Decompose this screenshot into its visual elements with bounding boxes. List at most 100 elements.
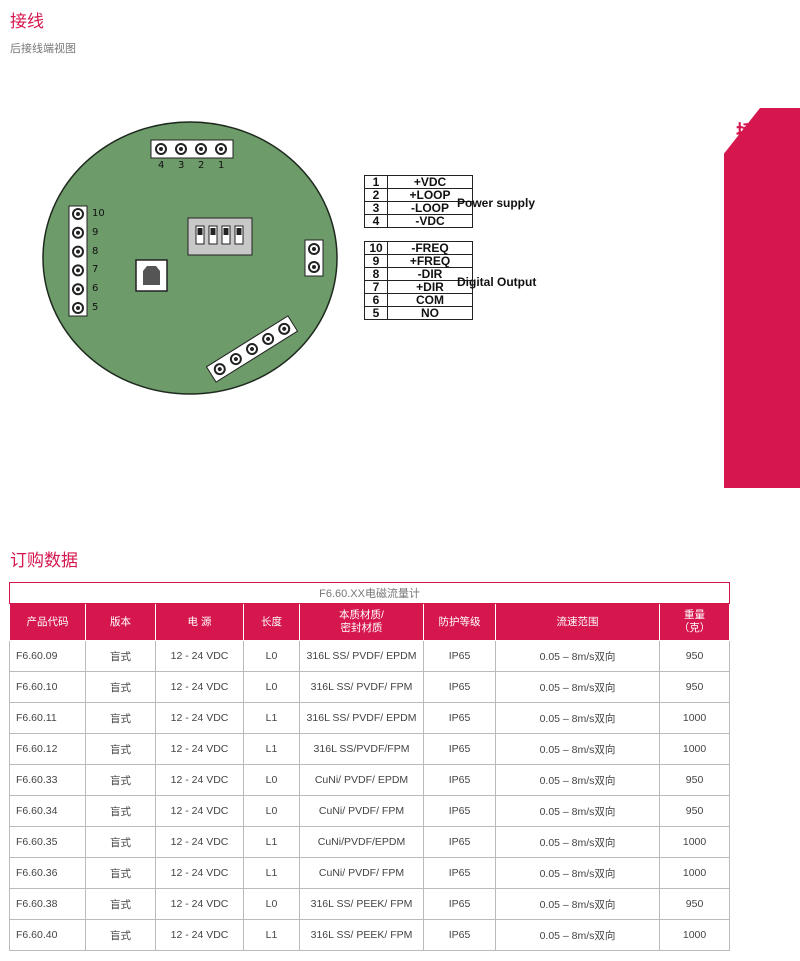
table-cell: 316L SS/PVDF/FPM [299, 733, 424, 765]
wiring-subtitle: 后接线端视图 [10, 42, 76, 55]
table-cell: F6.60.11 [9, 702, 86, 734]
pin-signal: -FREQ [387, 241, 473, 255]
table-cell: L1 [243, 919, 300, 951]
table-cell: 1000 [658, 826, 731, 858]
table-cell: F6.60.36 [9, 857, 86, 889]
column-header: 流速范围 [495, 603, 660, 641]
column-header: 防护等级 [423, 603, 496, 641]
table-cell: 1000 [658, 702, 731, 734]
table-cell: 316L SS/ PVDF/ EPDM [299, 640, 424, 672]
table-cell: 盲式 [85, 795, 156, 827]
dip-toggle-knob [223, 228, 229, 235]
table-cell: 盲式 [85, 764, 156, 796]
table-cell: 盲式 [85, 671, 156, 703]
left-pin-label: 6 [92, 283, 99, 295]
top-pin-label: 3 [178, 160, 185, 171]
table-cell: CuNi/ PVDF/ FPM [299, 795, 424, 827]
dip-switch [187, 217, 253, 256]
left-pin [72, 302, 84, 314]
table-cell: F6.60.38 [9, 888, 86, 920]
table-cell: 950 [658, 671, 731, 703]
left-pin [72, 226, 84, 239]
table-cell: IP65 [423, 733, 496, 765]
dip-toggle-knob [197, 228, 203, 235]
diagonal-pin [278, 322, 291, 335]
table-cell: F6.60.12 [9, 733, 86, 765]
table-cell: 1000 [658, 919, 731, 951]
table-cell: IP65 [423, 764, 496, 796]
table-cell: 盲式 [85, 702, 156, 734]
left-pin-label: 7 [92, 264, 99, 276]
table-cell: 12 - 24 VDC [155, 795, 244, 827]
pin-number: 3 [364, 201, 388, 215]
pin-number: 6 [364, 293, 388, 307]
table-cell: 1000 [658, 857, 731, 889]
circuit-board-diagram [42, 121, 338, 395]
top-pin [175, 143, 187, 155]
order-table-header-row: 产品代码版本电 源长度本质材质/密封材质防护等级流速范围重量（克） [9, 603, 731, 641]
pin-number: 4 [364, 214, 388, 228]
pin-row: 9+FREQ [364, 254, 473, 268]
left-pin [72, 208, 84, 220]
table-cell: IP65 [423, 671, 496, 703]
side-tab-accent [724, 108, 800, 488]
table-cell: IP65 [423, 857, 496, 889]
left-pin-label: 10 [92, 208, 105, 219]
table-cell: 12 - 24 VDC [155, 919, 244, 951]
table-cell: L0 [243, 640, 300, 672]
table-cell: L1 [243, 733, 300, 765]
pin-number: 1 [364, 175, 388, 189]
table-cell: F6.60.33 [9, 764, 86, 796]
pin-number: 8 [364, 267, 388, 281]
table-cell: 12 - 24 VDC [155, 888, 244, 920]
usb-port-icon [135, 259, 168, 292]
table-cell: L0 [243, 795, 300, 827]
table-cell: 0.05 – 8m/s双向 [495, 826, 660, 858]
table-cell: 0.05 – 8m/s双向 [495, 795, 660, 827]
table-cell: 0.05 – 8m/s双向 [495, 702, 660, 734]
pin-row: 3-LOOP [364, 201, 473, 215]
wiring-section-title: 接线 [10, 12, 44, 32]
left-pin-label: 8 [92, 245, 99, 257]
column-header: 长度 [243, 603, 300, 641]
pin-signal: NO [387, 306, 473, 320]
table-cell: L1 [243, 857, 300, 889]
table-cell: 12 - 24 VDC [155, 702, 244, 734]
table-cell: 950 [658, 764, 731, 796]
top-pin [195, 143, 207, 155]
table-cell: IP65 [423, 640, 496, 672]
pin-number: 5 [364, 306, 388, 320]
left-pin-header [68, 205, 88, 317]
table-cell: 12 - 24 VDC [155, 640, 244, 672]
table-cell: CuNi/ PVDF/ EPDM [299, 764, 424, 796]
column-header: 产品代码 [9, 603, 86, 641]
table-cell: L1 [243, 826, 300, 858]
left-pin [72, 283, 84, 296]
top-pin-label: 1 [218, 160, 225, 171]
pin-row: 7+DIR [364, 280, 473, 294]
table-cell: 盲式 [85, 733, 156, 765]
pin-number: 9 [364, 254, 388, 268]
table-cell: 盲式 [85, 826, 156, 858]
table-cell: 316L SS/ PVDF/ EPDM [299, 702, 424, 734]
pin-row: 10-FREQ [364, 241, 473, 255]
top-pin [155, 143, 167, 155]
pin-signal: +DIR [387, 280, 473, 294]
top-pin-label: 4 [158, 160, 165, 171]
table-cell: 盲式 [85, 888, 156, 920]
diagonal-pin [229, 353, 242, 366]
side-tab-text: 插入式流量传感器 [733, 122, 755, 282]
table-cell: 950 [658, 795, 731, 827]
dip-toggle-knob [236, 228, 242, 235]
table-cell: 950 [658, 888, 731, 920]
table-cell: F6.60.10 [9, 671, 86, 703]
